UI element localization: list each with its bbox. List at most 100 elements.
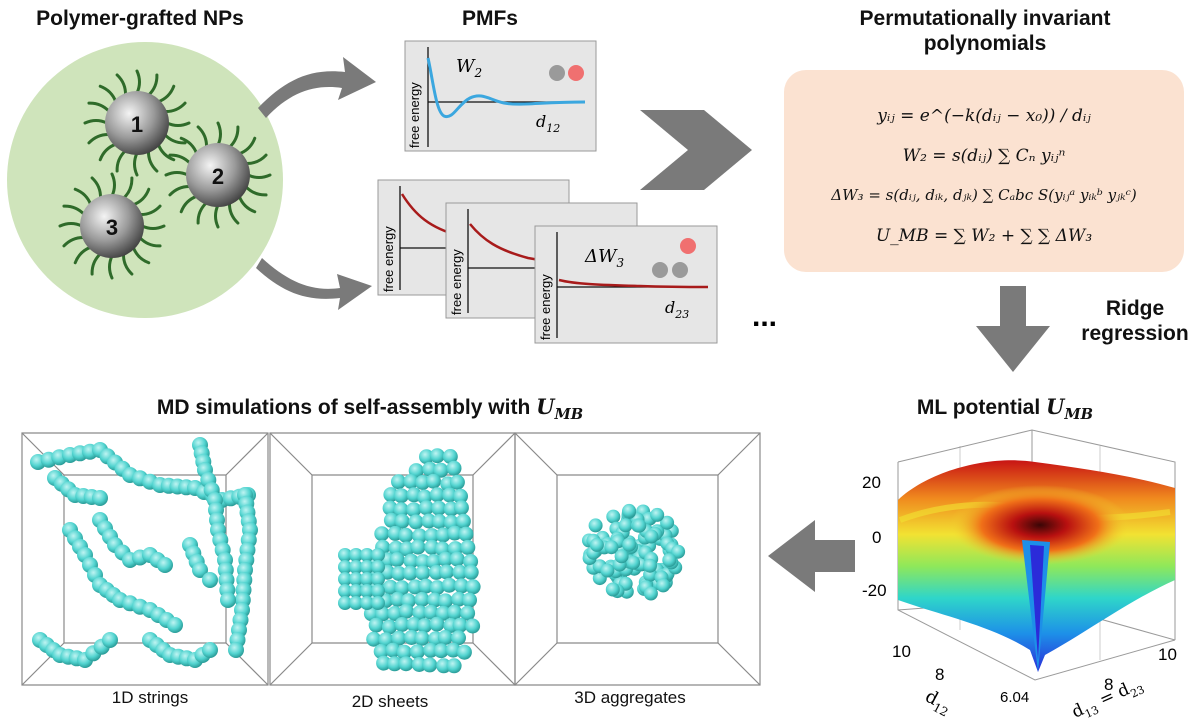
pip-title-line2: polynomials [923, 32, 1047, 55]
particle-sphere [394, 513, 410, 529]
particle-sphere [436, 658, 452, 674]
np-background-circle [7, 42, 283, 318]
z-tick-minus20: -20 [862, 581, 887, 600]
d23-label: d [665, 298, 675, 317]
particle-sphere [398, 656, 414, 672]
particle-sphere [157, 557, 173, 573]
particle-sphere [388, 540, 404, 556]
particle-sphere [660, 515, 675, 530]
particle-sphere [463, 564, 479, 580]
particle-sphere [442, 449, 458, 464]
particle-sphere [433, 462, 449, 478]
strings-particles [30, 437, 258, 668]
particle-sphere [446, 658, 462, 674]
particle-sphere [423, 604, 439, 620]
pmfs-title: PMFs [461, 7, 518, 30]
particle-sphere [447, 525, 463, 541]
particle-sphere [398, 527, 414, 543]
w2-panel [404, 40, 597, 152]
particle-sphere [424, 528, 440, 544]
particle-sphere [643, 558, 657, 573]
caption-1d-strings: 1D strings [111, 688, 189, 707]
left-arrow-icon [768, 520, 855, 592]
np-1 [105, 91, 169, 155]
dw3-panel-3 [534, 225, 718, 344]
svg-text:ΔW3: ΔW3 [584, 246, 625, 270]
dw3-1-free-energy-label: free energy [381, 226, 396, 292]
caption-2d-sheets: 2D sheets [351, 692, 429, 711]
particle-sphere [338, 596, 352, 610]
d12-tick-604: 6.04 [1000, 689, 1029, 706]
particle-sphere [452, 564, 468, 580]
chevron-arrow-icon [640, 110, 752, 190]
caption-3d-aggregates: 3D aggregates [574, 688, 686, 707]
particle-sphere [460, 605, 476, 621]
particle-sphere [632, 518, 647, 533]
particle-sphere [426, 473, 441, 489]
w2-free-energy-label: free energy [407, 82, 422, 148]
aggregates-particles [582, 503, 686, 601]
particle-sphere [387, 606, 403, 621]
np-3 [80, 194, 144, 258]
particle-sphere [396, 644, 412, 660]
particle-sphere [429, 448, 445, 464]
particle-sphere [618, 518, 633, 533]
particle-sphere [349, 596, 363, 610]
particle-sphere [382, 579, 398, 595]
particle-sphere [429, 487, 445, 503]
dw3-sub: 3 [617, 256, 625, 270]
particle-sphere [441, 577, 457, 593]
particle-sphere [391, 566, 407, 581]
particle-sphere [387, 656, 403, 672]
particle-sphere [414, 592, 430, 607]
particle-sphere [349, 572, 363, 586]
particle-sphere [433, 643, 449, 659]
particle-sphere [414, 630, 430, 646]
np-2 [186, 143, 250, 207]
particle-sphere [371, 584, 385, 598]
particle-sphere [220, 592, 236, 608]
pip-title: Permutationally invariant polynomials [790, 6, 1180, 56]
svg-text:d12: d12 [536, 112, 560, 135]
u-mb-symbol-2: U [1046, 394, 1065, 419]
particle-sphere [393, 502, 409, 518]
particle-sphere [368, 617, 384, 633]
svg-text:d12: d12 [920, 686, 955, 720]
dw3-label: ΔW [584, 246, 618, 267]
particle-sphere [656, 578, 671, 593]
particle-sphere [644, 529, 659, 544]
equation-y: yᵢⱼ = e^(−k(dᵢⱼ − x₀)) / dᵢⱼ [877, 106, 1091, 126]
z-tick-20: 20 [862, 473, 881, 492]
particle-sphere [409, 644, 425, 660]
particle-sphere [394, 580, 410, 596]
particle-sphere [202, 572, 218, 588]
particle-sphere [360, 584, 374, 598]
particle-sphere [422, 461, 438, 477]
grafted-np-illustration: 1 2 3 [7, 42, 283, 318]
particle-sphere [622, 503, 637, 518]
particle-sphere [662, 553, 677, 568]
particle-sphere [394, 617, 410, 632]
particle-sphere [451, 591, 467, 607]
particle-sphere [202, 642, 218, 658]
particle-sphere [391, 474, 406, 490]
particle-sphere [92, 490, 108, 506]
particle-sphere [360, 572, 374, 586]
particle-sphere [338, 572, 352, 586]
d13-tick-8: 8 [1104, 675, 1113, 694]
particle-sphere [192, 562, 208, 578]
d12-tick-10: 10 [892, 642, 911, 661]
particle-sphere [167, 617, 183, 633]
particle-sphere [435, 527, 451, 543]
equation-dw3: ΔW₃ = s(dᵢⱼ, dᵢₖ, dⱼₖ) ∑ Cₐbc S(yᵢⱼᵃ yᵢₖ… [831, 186, 1137, 204]
red-particle-icon [568, 65, 584, 81]
particle-sphere [453, 488, 468, 504]
particle-sphere [102, 632, 118, 648]
particle-sphere [391, 630, 407, 646]
particle-sphere [605, 582, 620, 597]
particle-sphere [371, 548, 385, 562]
np-3-label: 3 [106, 215, 118, 240]
particle-sphere [419, 449, 434, 465]
polymer-grafted-nps-title: Polymer-grafted NPs [36, 7, 244, 30]
